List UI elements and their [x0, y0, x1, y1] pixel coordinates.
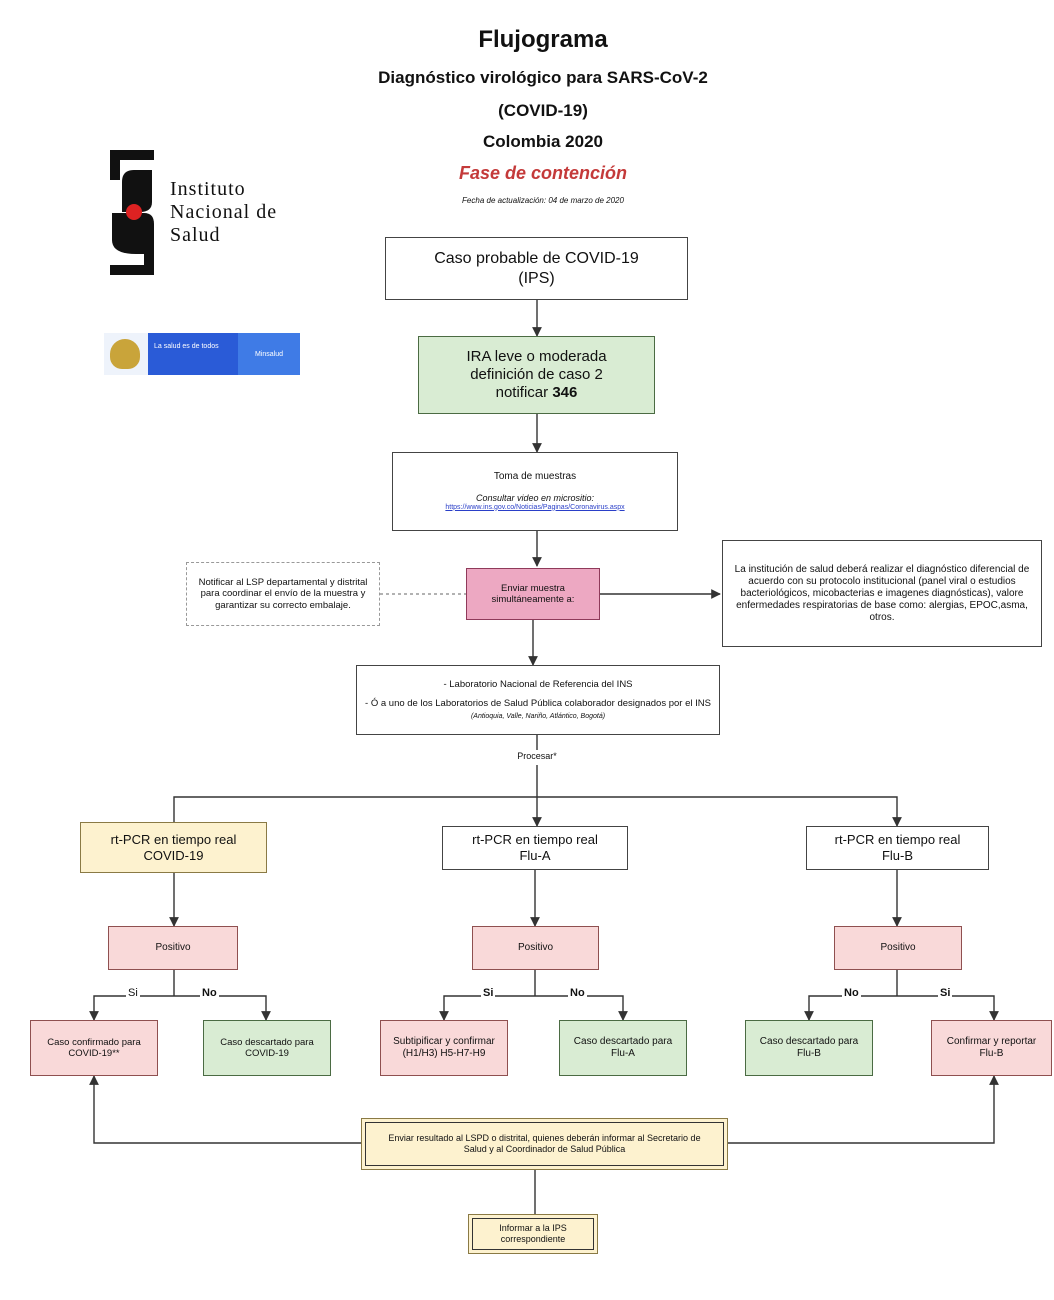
phase-label: Fase de contención — [458, 163, 628, 183]
node-enviar-resultado-text: Enviar resultado al LSPD o distrital, qu… — [388, 1133, 701, 1154]
node-pcr-covid-line-2: COVID-19 — [143, 847, 204, 863]
node-positivo-fluB: Positivo — [834, 926, 962, 970]
node-caso-probable-sub: (IPS) — [518, 269, 555, 287]
node-pcr-covid-line-1: rt-PCR en tiempo real — [110, 831, 237, 847]
node-enviar-muestra: Enviar muestra simultáneamente a: — [466, 568, 600, 620]
subtitle-line-2: (COVID-19) — [498, 101, 588, 120]
node-institucion-salud: La institución de salud deberá realizar … — [722, 540, 1042, 647]
edge-branch-fluB — [537, 796, 902, 827]
node-notificar-lsp: Notificar al LSP departamental y distrit… — [186, 562, 380, 626]
node-pcr-covid: rt-PCR en tiempo real COVID-19 — [80, 822, 267, 873]
node-pcr-fluB-line-2: Flu-B — [881, 848, 914, 863]
ins-name-line-1: Instituto — [170, 178, 246, 200]
node-confirmar-fluB: Confirmar y reportar Flu-B — [931, 1020, 1052, 1076]
node-ira-line-1: IRA leve o moderada — [466, 348, 607, 365]
node-lab-line-2: - Ó a uno de los Laboratorios de Salud P… — [363, 698, 713, 721]
node-pcr-fluA-line-2: Flu-A — [519, 848, 551, 863]
subtitle-line-1: Diagnóstico virológico para SARS-CoV-2 — [378, 68, 708, 87]
node-laboratorio: - Laboratorio Nacional de Referencia del… — [356, 665, 720, 735]
page-title: Flujograma — [478, 26, 608, 53]
ins-logo-mark — [110, 150, 154, 275]
node-toma-consult: Consultar video en micrositio: — [475, 492, 595, 503]
node-toma-muestras: Toma de muestras Consultar video en micr… — [392, 452, 678, 531]
node-informar-ips: Informar a la IPS correspondiente — [468, 1214, 598, 1254]
node-pcr-fluB-line-1: rt-PCR en tiempo real — [834, 832, 961, 848]
node-descartado-fluB: Caso descartado para Flu-B — [745, 1020, 873, 1076]
node-ira-line-3: notificar 346 — [496, 384, 578, 402]
node-descartado-fluA-text: Caso descartado para Flu-A — [573, 1036, 673, 1059]
edge-resultado-fluB — [728, 1075, 999, 1144]
node-caso-confirmado-text: Caso confirmado para COVID-19** — [47, 1036, 141, 1059]
edge-pos1-si — [89, 995, 174, 1021]
node-ira-notify-label: notificar — [495, 384, 553, 401]
minsalud-text-block: La salud es de todos — [148, 333, 238, 375]
update-date: Fecha de actualización: 04 de marzo de 2… — [462, 196, 624, 205]
coat-of-arms-icon — [110, 339, 140, 369]
subtitle-line-3: Colombia 2020 — [483, 132, 603, 151]
edge-label-no-fluB: No — [842, 987, 861, 999]
node-enviar-resultado: Enviar resultado al LSPD o distrital, qu… — [361, 1118, 728, 1170]
label-procesar: Procesar* — [497, 751, 577, 761]
node-enviar-muestra-text: Enviar muestra simultáneamente a: — [491, 582, 575, 605]
edge-label-no-covid: No — [200, 987, 219, 999]
node-caso-probable-title: Caso probable de COVID-19 — [434, 250, 639, 268]
minsalud-badge: Minsalud — [238, 333, 300, 375]
edge-pos3-no — [804, 995, 897, 1021]
node-caso-probable: Caso probable de COVID-19 (IPS) — [385, 237, 688, 300]
node-descartado-covid-text: Caso descartado para COVID-19 — [220, 1036, 314, 1059]
node-ira: IRA leve o moderada definición de caso 2… — [418, 336, 655, 414]
ins-logo: Instituto Nacional de Salud — [108, 150, 338, 275]
edge-pos3-si — [897, 995, 999, 1021]
node-descartado-fluB-text: Caso descartado para Flu-B — [759, 1036, 859, 1059]
node-descartado-covid: Caso descartado para COVID-19 — [203, 1020, 331, 1076]
edge-pos1-no — [174, 995, 271, 1021]
node-informar-ips-text: Informar a la IPS correspondiente — [499, 1223, 567, 1244]
node-positivo-fluB-text: Positivo — [880, 942, 916, 953]
node-toma-title: Toma de muestras — [493, 470, 577, 482]
ins-name-line-2: Nacional de — [170, 201, 278, 223]
node-pcr-fluA: rt-PCR en tiempo real Flu-A — [442, 826, 628, 870]
node-ira-line-2: definición de caso 2 — [470, 366, 603, 383]
edge-branch-covid — [173, 796, 537, 822]
ins-name-line-3: Salud — [170, 224, 221, 246]
node-notificar-lsp-text: Notificar al LSP departamental y distrit… — [198, 576, 368, 611]
node-pcr-fluA-line-1: rt-PCR en tiempo real — [472, 832, 598, 848]
node-caso-confirmado: Caso confirmado para COVID-19** — [30, 1020, 158, 1076]
node-positivo-covid-text: Positivo — [155, 942, 191, 953]
micrositio-link[interactable]: https://www.ins.gov.co/Noticias/Paginas/… — [445, 503, 625, 511]
node-ira-notify-code: 346 — [552, 384, 578, 401]
node-lab-line-2-main: - Ó a uno de los Laboratorios de Salud P… — [365, 698, 711, 710]
node-lab-line-1: - Laboratorio Nacional de Referencia del… — [443, 678, 633, 690]
node-subtipificar-text: Subtipificar y confirmar (H1/H3) H5-H7-H… — [393, 1036, 495, 1059]
edge-label-si-fluA: Si — [481, 987, 496, 999]
node-positivo-fluA-text: Positivo — [517, 942, 553, 953]
edge-label-no-fluA: No — [568, 987, 587, 999]
edge-label-si-fluB: Si — [938, 987, 953, 999]
node-subtipificar: Subtipificar y confirmar (H1/H3) H5-H7-H… — [380, 1020, 508, 1076]
node-institucion-text: La institución de salud deberá realizar … — [734, 563, 1030, 623]
minsalud-logo: La salud es de todos Minsalud — [104, 333, 300, 375]
node-pcr-fluB: rt-PCR en tiempo real Flu-B — [806, 826, 989, 870]
edge-resultado-confirmado — [89, 1075, 361, 1144]
edge-pos2-si — [439, 995, 535, 1021]
edge-label-si-covid: Si — [126, 987, 140, 999]
minsalud-slogan: La salud es de todos — [154, 343, 219, 350]
node-lab-line-2-small: (Antioquia, Valle, Nariño, Atlántico, Bo… — [470, 712, 606, 720]
node-positivo-covid: Positivo — [108, 926, 238, 970]
edge-pos2-no — [535, 995, 628, 1021]
node-descartado-fluA: Caso descartado para Flu-A — [559, 1020, 687, 1076]
node-confirmar-fluB-text: Confirmar y reportar Flu-B — [946, 1036, 1037, 1059]
node-positivo-fluA: Positivo — [472, 926, 599, 970]
